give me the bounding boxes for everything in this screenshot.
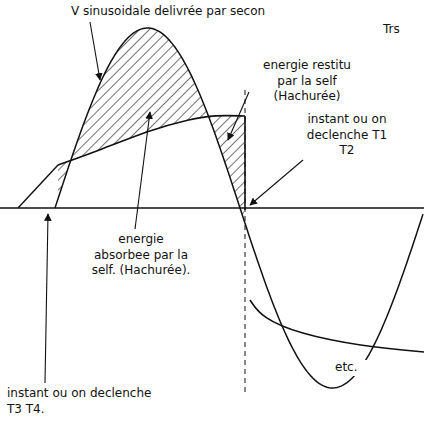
- leader-arrow: [250, 160, 303, 205]
- time-axis: [0, 207, 424, 208]
- sine-wave: [55, 28, 423, 388]
- annotation-text: energie absorbee par la self. (Hachurée)…: [90, 232, 192, 279]
- output-curve: [250, 300, 424, 352]
- leader-arrow: [135, 112, 150, 229]
- leader-arrow: [45, 214, 48, 383]
- annotation-text: instant ou on declenche T1 T2: [300, 112, 394, 159]
- annotation-text: Trs: [382, 22, 420, 38]
- output-curve: [18, 165, 58, 208]
- annotation-text: V sinusoidale delivrée par secon: [70, 4, 402, 20]
- hatched-energy-area: [58, 28, 245, 220]
- annotation-text: etc.: [334, 360, 376, 376]
- output-curve: [58, 116, 245, 165]
- leader-arrow: [90, 22, 100, 80]
- leader-arrow: [228, 92, 249, 140]
- annotation-text: energie restitu par la self (Hachurée): [252, 58, 362, 105]
- annotation-text: instant ou on declenche T3 T4.: [6, 386, 158, 417]
- dashed-marker: [245, 90, 246, 395]
